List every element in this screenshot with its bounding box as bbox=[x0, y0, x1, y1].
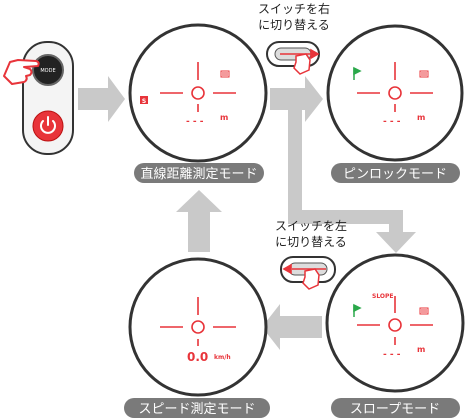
screen-pin-lock: - - - m bbox=[326, 24, 464, 162]
speed-value: 0.0 bbox=[187, 350, 208, 364]
label-slope-text: スロープモード bbox=[350, 402, 440, 417]
pinlock-unit: m bbox=[417, 113, 425, 122]
arrow-straight-to-slope bbox=[288, 104, 416, 253]
label-slope: スロープモード bbox=[331, 398, 460, 418]
instruction-switch-right: スイッチを右 に切り替える bbox=[258, 1, 330, 75]
screen-slope-lens bbox=[325, 253, 465, 393]
switch-left-line2: に切り替える bbox=[275, 235, 347, 249]
flag-icon bbox=[353, 303, 362, 317]
flow-arrows bbox=[78, 76, 416, 350]
pointing-hand-icon bbox=[293, 53, 311, 75]
label-pin-lock: ピンロックモード bbox=[331, 163, 460, 183]
label-speed-text: スピード測定モード bbox=[138, 402, 255, 417]
screen-pinlock-lens bbox=[326, 24, 464, 162]
flag-icon bbox=[353, 66, 362, 80]
arrow-speed-to-straight bbox=[176, 190, 222, 252]
screen-slope: SLOPE - - - m bbox=[325, 253, 465, 393]
screen-straight-lens bbox=[128, 23, 268, 163]
slope-distance: - - - bbox=[383, 350, 401, 360]
battery-icon bbox=[220, 70, 230, 78]
crosshair bbox=[160, 62, 236, 112]
switch-right-line2: に切り替える bbox=[258, 18, 330, 32]
straight-unit: m bbox=[220, 113, 228, 122]
mode-button-label: MODE bbox=[40, 68, 55, 74]
crosshair bbox=[357, 296, 433, 345]
slope-unit: m bbox=[417, 345, 425, 354]
label-straight-text: 直線距離測定モード bbox=[140, 166, 257, 182]
battery-icon bbox=[419, 70, 429, 78]
screen-speed-lens bbox=[128, 257, 268, 397]
label-speed: スピード測定モード bbox=[124, 398, 270, 418]
screen-speed: 0.0 km/h bbox=[128, 257, 268, 397]
speed-unit: km/h bbox=[214, 354, 231, 361]
rangefinder-device: MODE bbox=[3, 41, 74, 155]
label-straight: 直線距離測定モード bbox=[134, 163, 264, 183]
crosshair bbox=[357, 62, 433, 112]
power-icon bbox=[40, 116, 56, 134]
straight-mode-letter: S bbox=[142, 98, 146, 105]
instruction-switch-left: スイッチを左 に切り替える bbox=[275, 218, 347, 290]
crosshair bbox=[160, 297, 236, 346]
slope-text: SLOPE bbox=[372, 293, 394, 300]
arrow-straight-to-pinlock bbox=[270, 76, 323, 122]
straight-distance: - - - bbox=[186, 117, 204, 127]
arrow-device-to-straight bbox=[78, 76, 125, 122]
pinlock-distance: - - - bbox=[383, 117, 401, 127]
screen-straight: S - - - m bbox=[128, 23, 268, 163]
straight-mode-icon bbox=[140, 96, 148, 104]
label-pinlock-text: ピンロックモード bbox=[343, 167, 447, 182]
switch-left-line1: スイッチを左 bbox=[275, 218, 347, 233]
arrow-slope-to-speed bbox=[262, 304, 322, 350]
arrow-left-icon bbox=[282, 263, 326, 275]
switch-right-line1: スイッチを右 bbox=[258, 1, 330, 16]
pointing-hand-icon bbox=[302, 268, 320, 290]
pointing-hand-icon bbox=[3, 59, 40, 85]
battery-icon bbox=[419, 307, 429, 315]
mode-button[interactable] bbox=[32, 54, 64, 86]
